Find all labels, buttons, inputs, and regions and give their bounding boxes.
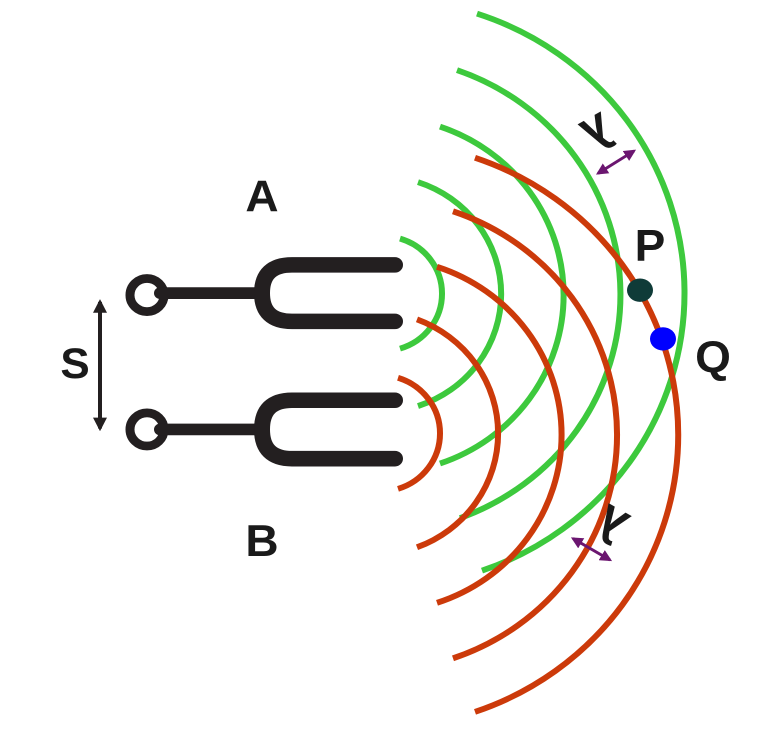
wavelength-arrow-bottom bbox=[570, 537, 613, 562]
wavefront-b-1 bbox=[474, 154, 682, 715]
label-source-a: A bbox=[245, 171, 278, 221]
wavelength-arrow-top bbox=[595, 149, 637, 175]
wavefront-a-2 bbox=[456, 67, 624, 521]
point-q-marker bbox=[650, 327, 676, 351]
label-point-p: P bbox=[635, 221, 666, 271]
wavefront-a-1 bbox=[476, 10, 688, 574]
tuning-fork-b bbox=[125, 392, 403, 467]
wavefronts-source-a bbox=[399, 10, 688, 574]
point-p-marker bbox=[627, 278, 653, 302]
label-source-b: B bbox=[245, 516, 278, 566]
wavefront-b-5 bbox=[397, 375, 444, 492]
wavefront-b-3 bbox=[436, 264, 565, 606]
label-separation: S bbox=[60, 340, 89, 387]
wavefront-b-2 bbox=[452, 208, 620, 662]
label-wavelength-top: λ bbox=[571, 102, 623, 163]
wavefront-a-5 bbox=[399, 235, 446, 352]
tuning-fork-a bbox=[125, 257, 403, 330]
wavefront-a-4 bbox=[417, 179, 505, 409]
label-point-q: Q bbox=[695, 332, 731, 382]
wavefronts-source-b bbox=[397, 154, 682, 715]
wavefront-b-4 bbox=[415, 316, 502, 551]
